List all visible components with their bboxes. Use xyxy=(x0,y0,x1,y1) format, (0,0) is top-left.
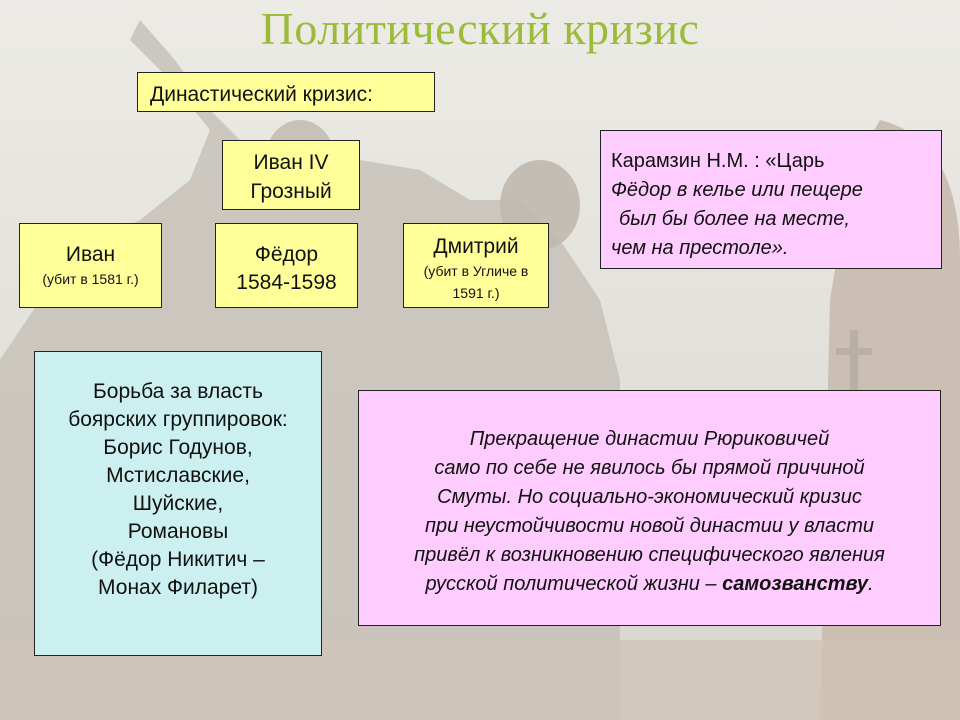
dynastic-crisis-label: Династический кризис: xyxy=(137,72,435,112)
ivan-name: Иван xyxy=(65,243,116,266)
boyar-struggle-box: Борьба за власть боярских группировок: Б… xyxy=(34,351,322,656)
struggle-line: Монах Филарет) xyxy=(98,576,258,599)
ivan-iv-epithet: Грозный xyxy=(250,180,332,203)
dynasty-end-line: само по себе не явилось бы прямой причин… xyxy=(434,457,865,479)
fedor-box: Фёдор 1584-1598 xyxy=(215,223,358,308)
struggle-line: Романовы xyxy=(127,520,229,543)
fedor-name: Фёдор xyxy=(254,243,319,266)
dynasty-end-last-suffix: . xyxy=(867,573,874,595)
ivan-iv-box: Иван IV Грозный xyxy=(222,140,360,210)
struggle-line: боярских группировок: xyxy=(68,408,288,431)
samozvanstvo-term: самозванству xyxy=(722,573,868,595)
dmitry-note-line1: (убит в Угличе в xyxy=(423,263,529,279)
struggle-line: (Фёдор Никитич – xyxy=(91,548,265,571)
dynasty-end-last-prefix: русской политической жизни – xyxy=(425,573,723,595)
dynasty-end-line: привёл к возникновению специфического яв… xyxy=(414,544,885,566)
ivan-note: (убит в 1581 г.) xyxy=(42,271,139,287)
struggle-line: Шуйские, xyxy=(132,492,224,515)
dmitry-note-line2: 1591 г.) xyxy=(452,285,500,301)
dmitry-box: Дмитрий (убит в Угличе в 1591 г.) xyxy=(403,223,549,308)
karamzin-line: чем на престоле». xyxy=(611,237,789,259)
dynasty-end-line: Смуты. Но социально-экономический кризис xyxy=(437,486,862,508)
dynasty-end-line: Прекращение династии Рюриковичей xyxy=(469,428,830,450)
dynasty-end-last-line: русской политической жизни – самозванств… xyxy=(359,570,940,599)
slide-title: Политический кризис xyxy=(260,3,700,54)
dynasty-end-box: Прекращение династии Рюриковичей само по… xyxy=(358,390,941,626)
karamzin-quote-box: Карамзин Н.М. : «Царь Фёдор в келье или … xyxy=(600,130,942,269)
karamzin-line: Карамзин Н.М. : «Царь xyxy=(611,150,825,172)
karamzin-line: был бы более на месте, xyxy=(619,208,850,230)
ivan-box: Иван (убит в 1581 г.) xyxy=(19,223,162,308)
fedor-years: 1584-1598 xyxy=(236,271,337,294)
struggle-line: Борис Годунов, xyxy=(103,436,253,459)
struggle-line: Мстиславские, xyxy=(106,464,250,487)
struggle-line: Борьба за власть xyxy=(93,380,263,403)
karamzin-line: Фёдор в келье или пещере xyxy=(611,179,863,201)
dynasty-end-line: при неустойчивости новой династии у влас… xyxy=(424,515,875,537)
ivan-iv-name: Иван IV xyxy=(253,151,329,174)
dmitry-name: Дмитрий xyxy=(433,235,519,258)
